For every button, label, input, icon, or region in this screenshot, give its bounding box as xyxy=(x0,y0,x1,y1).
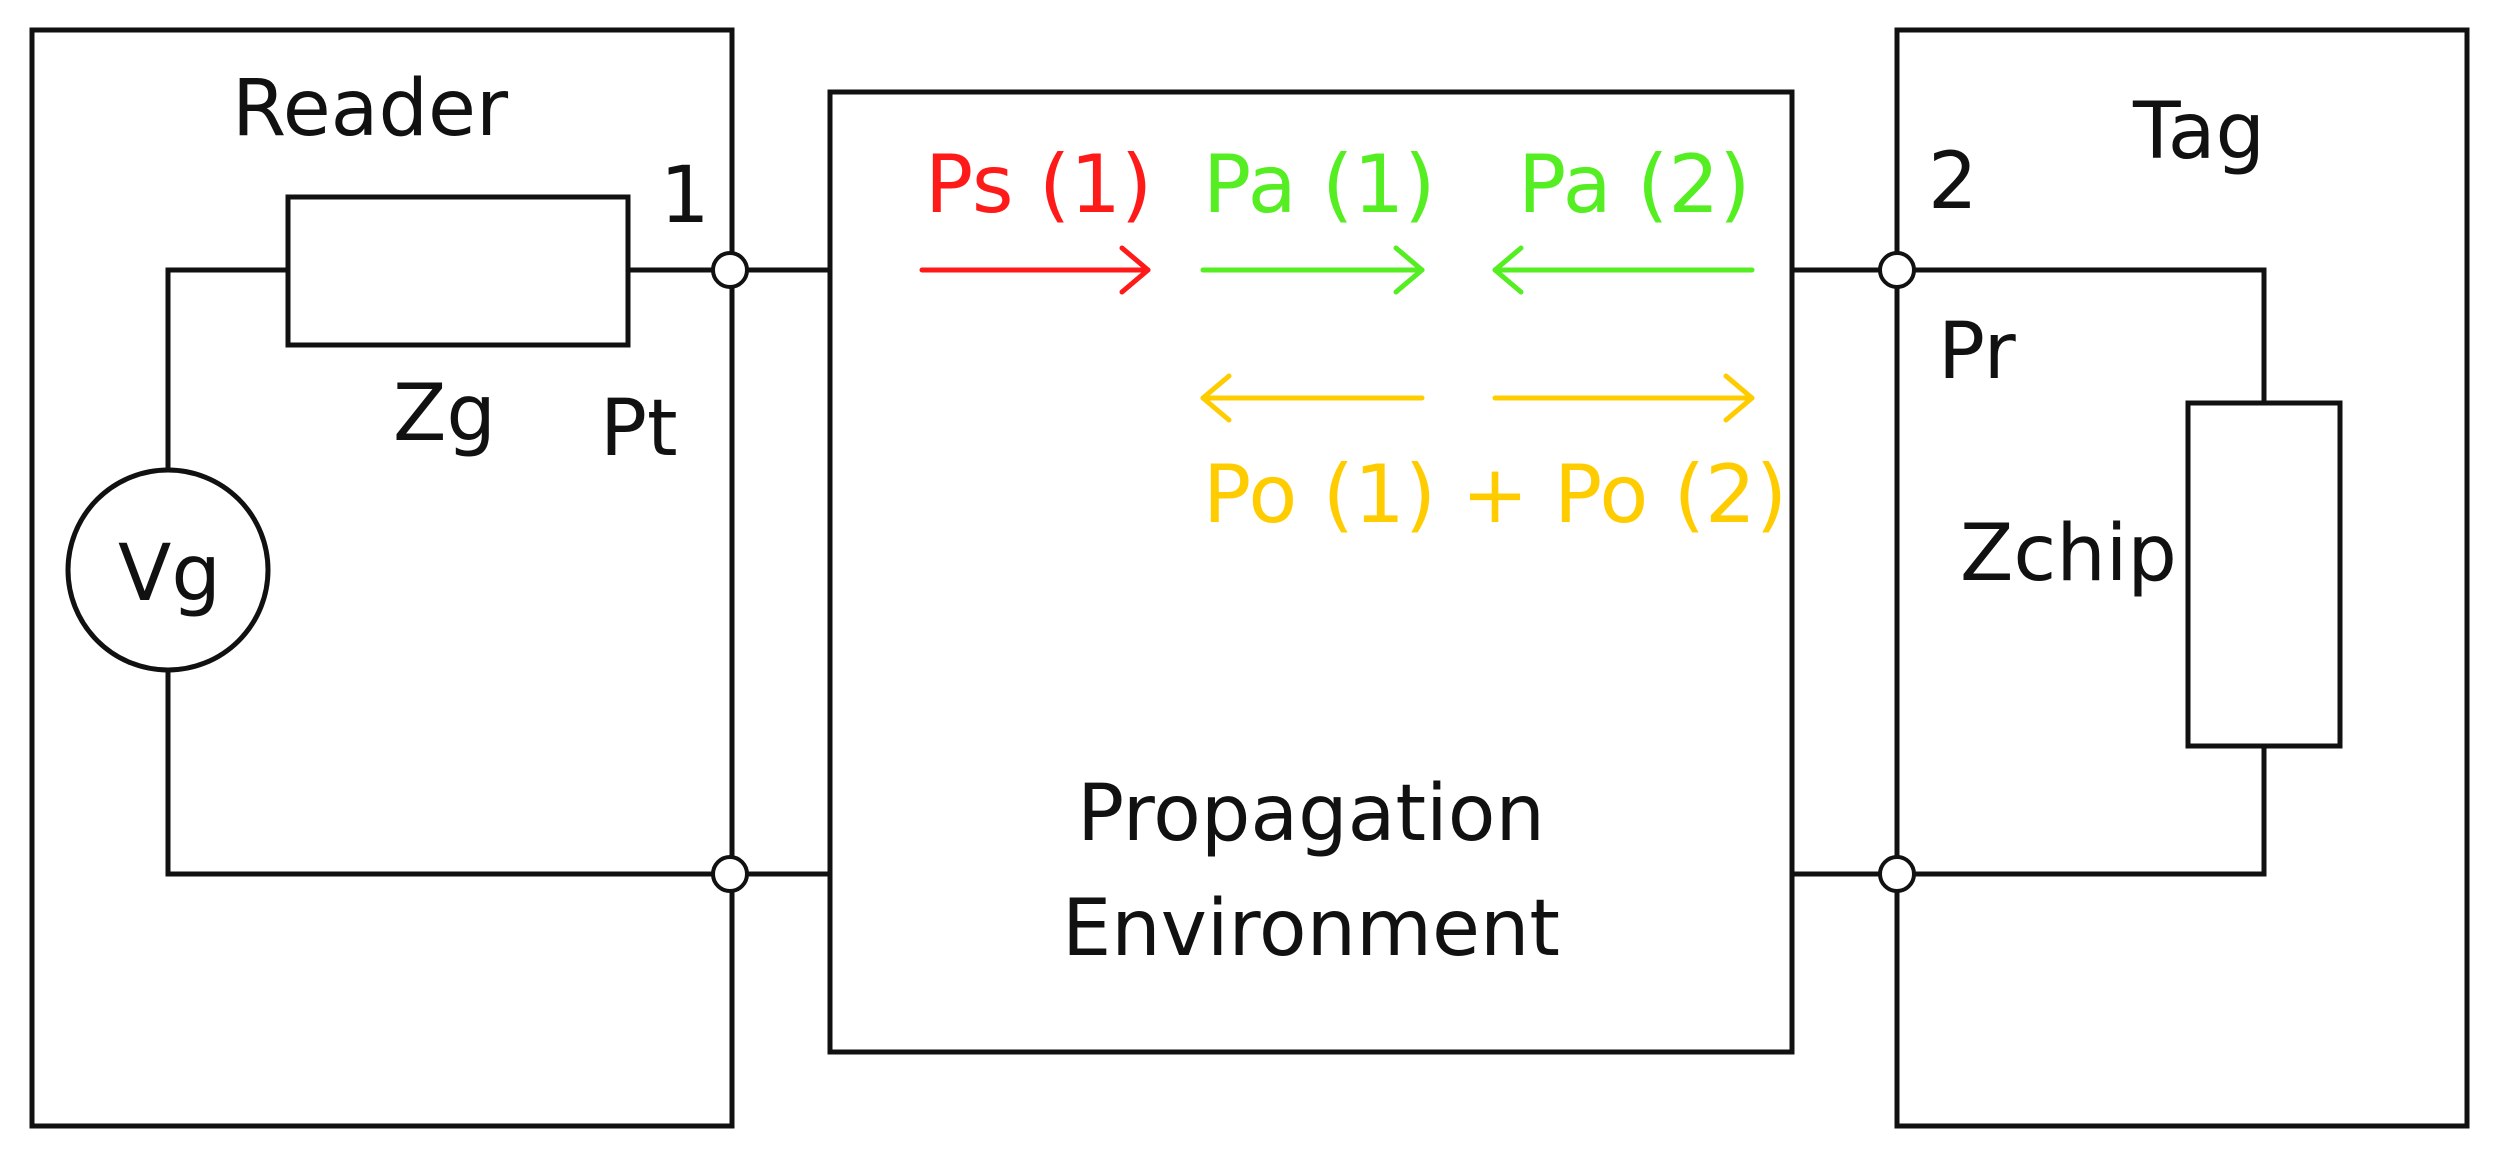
pa1-label: Pa (1) xyxy=(1203,138,1435,231)
pa2-arrow xyxy=(1492,245,1755,295)
reader-top-wire xyxy=(165,267,288,470)
tag-box xyxy=(1894,27,2470,1129)
pa2-label: Pa (2) xyxy=(1518,138,1750,231)
tag-title: Tag xyxy=(2132,87,2265,177)
terminal-2-bottom xyxy=(1878,855,1916,893)
reader-block: Reader Zg Vg 1 Pt xyxy=(29,27,735,1129)
tag-top-wire xyxy=(1897,267,2267,403)
tag-bottom-wire xyxy=(1897,746,2267,877)
reader-title: Reader xyxy=(232,64,509,154)
reader-bottom-wire xyxy=(165,672,730,877)
port-2-label: 2 xyxy=(1928,137,1978,227)
terminal-2-top xyxy=(1878,251,1916,289)
pt-label: Pt xyxy=(600,384,678,474)
pa1-arrow xyxy=(1200,245,1425,295)
tag-block: Tag 2 Pr Zchip xyxy=(1894,27,2470,1129)
zg-resistor xyxy=(285,194,631,348)
zchip-resistor xyxy=(2185,400,2343,749)
po-label: Po (1) + Po (2) xyxy=(1203,448,1787,541)
propagation-environment: Propagation Environment Ps (1) Pa (1) Pa… xyxy=(827,89,1795,1055)
zg-label: Zg xyxy=(393,369,496,459)
environment-box xyxy=(827,89,1795,1055)
zchip-label: Zchip xyxy=(1960,509,2177,599)
po1-arrow xyxy=(1200,373,1425,423)
environment-label-line2: Environment xyxy=(1062,884,1560,974)
terminal-1-top xyxy=(711,251,749,289)
vg-source xyxy=(65,467,271,673)
vg-label: Vg xyxy=(118,529,221,619)
port-1-label: 1 xyxy=(660,151,710,241)
pr-label: Pr xyxy=(1938,307,2017,397)
ps1-label: Ps (1) xyxy=(925,138,1152,231)
reader-box xyxy=(29,27,735,1129)
terminal-1-bottom xyxy=(711,855,749,893)
po2-arrow xyxy=(1492,373,1755,423)
environment-label-line1: Propagation xyxy=(1077,769,1545,859)
ps1-arrow xyxy=(919,245,1151,295)
